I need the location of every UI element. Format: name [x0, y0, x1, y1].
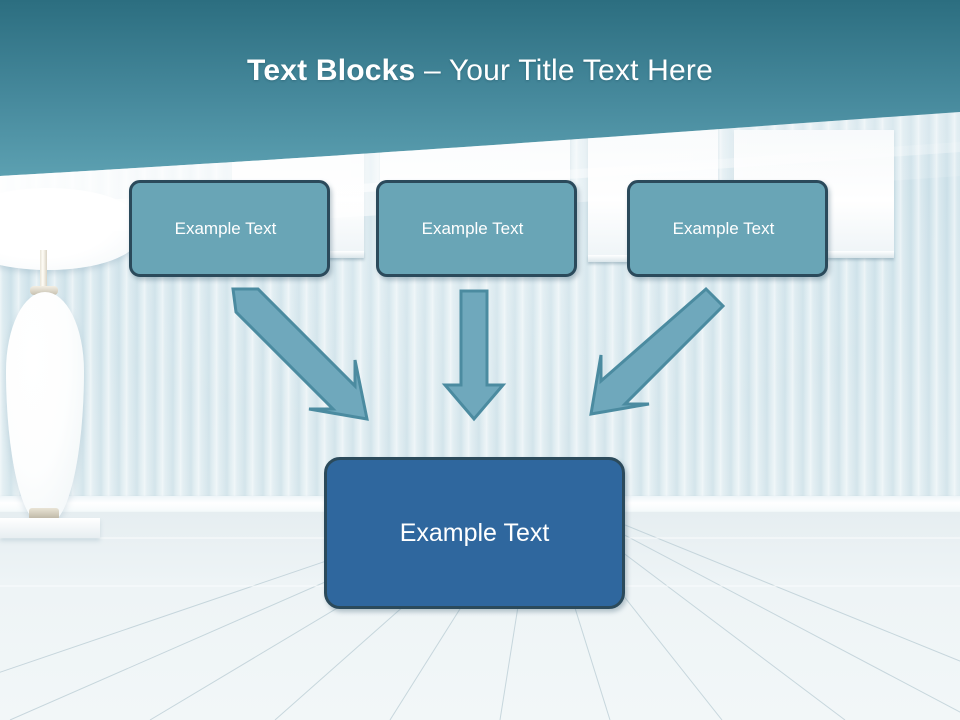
- lamp-neck: [40, 250, 47, 292]
- text-block-2-label: Example Text: [421, 218, 524, 238]
- text-block-result[interactable]: Example Text: [324, 457, 625, 609]
- lamp-pedestal: [0, 518, 100, 538]
- lamp-collar: [30, 286, 58, 295]
- text-block-1[interactable]: Example Text: [129, 180, 330, 277]
- arrow-left-icon: [231, 287, 369, 421]
- text-block-result-label: Example Text: [399, 518, 550, 547]
- arrow-middle-icon: [441, 289, 507, 422]
- text-block-3[interactable]: Example Text: [627, 180, 828, 277]
- lamp-foot: [29, 508, 59, 520]
- page-title-rest: – Your Title Text Here: [415, 54, 713, 87]
- page-title-strong: Text Blocks: [247, 54, 416, 87]
- arrow-right-icon: [589, 286, 726, 416]
- lamp-body: [6, 292, 84, 524]
- text-block-1-label: Example Text: [174, 218, 277, 238]
- text-block-3-label: Example Text: [672, 218, 775, 238]
- page-title: Text Blocks – Your Title Text Here: [0, 52, 960, 90]
- text-block-2[interactable]: Example Text: [376, 180, 577, 277]
- floor-planks: [0, 512, 960, 720]
